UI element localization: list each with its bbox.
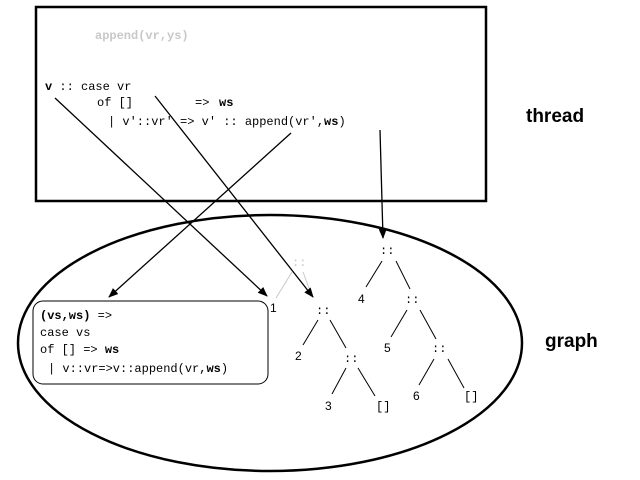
closure-line-4-close: ) xyxy=(221,362,228,376)
thread-line-2-ws: ws xyxy=(219,96,233,110)
edge-d-left xyxy=(390,309,408,338)
cons-node-c: :: xyxy=(380,244,394,258)
thread-line-3-prefix: | v'::vr' => v' :: append(vr', xyxy=(108,115,324,129)
edge-b-right xyxy=(357,367,376,397)
graph-label: graph xyxy=(545,331,598,352)
nil-node-left: [] xyxy=(376,400,390,414)
thread-label: thread xyxy=(526,106,584,127)
thread-line-1-v: v xyxy=(45,80,52,94)
edge-e-right xyxy=(447,358,465,389)
edge-b-left xyxy=(331,367,347,395)
leaf-6: 6 xyxy=(413,389,420,403)
ghost-cons-node: :: xyxy=(292,256,306,270)
cons-node-a: :: xyxy=(316,304,330,318)
leaf-3: 3 xyxy=(325,399,332,413)
leaf-1: 1 xyxy=(270,301,277,315)
ghost-edge-right xyxy=(302,271,313,297)
closure-line-4-prefix: | v::vr=>v::append(vr, xyxy=(48,362,206,376)
closure-line-3: of [] => ws xyxy=(40,343,119,357)
arrow-v-to-leaf-1 xyxy=(54,97,268,297)
arrow-vr-to-cons-a xyxy=(154,95,314,298)
edge-a-right xyxy=(329,319,347,349)
graph-ellipse xyxy=(16,213,524,473)
closure-line-3-space xyxy=(98,343,105,357)
closure-line-3-of: of [] => xyxy=(40,343,98,357)
closure-line-3-ws: ws xyxy=(105,343,119,357)
edge-a-left xyxy=(302,319,319,346)
ghost-edge-left xyxy=(275,271,293,299)
leaf-5: 5 xyxy=(384,341,391,355)
closure-box xyxy=(32,300,269,385)
leaf-2: 2 xyxy=(295,349,302,363)
nil-node-right: [] xyxy=(464,390,478,404)
thread-line-3-close: ) xyxy=(338,115,345,129)
closure-line-4-ws: ws xyxy=(206,362,220,376)
thread-box xyxy=(34,5,488,203)
cons-node-e: :: xyxy=(432,342,446,356)
thread-line-3-ws: ws xyxy=(324,115,338,129)
thread-line-2-of: of [] xyxy=(97,96,133,110)
closure-line-4: | v::vr=>v::append(vr,ws) xyxy=(48,362,228,376)
edge-d-right xyxy=(419,309,437,340)
thread-line-1-rest: :: case vr xyxy=(52,80,131,94)
closure-line-1-args: (vs,ws) xyxy=(40,309,90,323)
cons-node-d: :: xyxy=(405,293,419,307)
closure-line-2: case vs xyxy=(40,326,90,340)
edge-c-left xyxy=(365,260,383,288)
edge-c-right xyxy=(395,260,411,290)
cons-node-b: :: xyxy=(344,352,358,366)
thread-line-3: | v'::vr' => v' :: append(vr',ws) xyxy=(108,115,346,129)
arrow-ws-to-cons-c xyxy=(378,129,387,239)
thread-line-2-arrow: => xyxy=(195,96,209,110)
closure-line-1-arrow: => xyxy=(90,309,112,323)
thread-line-1: v :: case vr xyxy=(45,80,131,94)
leaf-4: 4 xyxy=(358,292,365,306)
ghost-call-text: append(vr,ys) xyxy=(95,29,189,43)
closure-line-1: (vs,ws) => xyxy=(40,309,112,323)
arrow-append-to-closure xyxy=(108,132,292,298)
edge-e-left xyxy=(418,358,435,386)
